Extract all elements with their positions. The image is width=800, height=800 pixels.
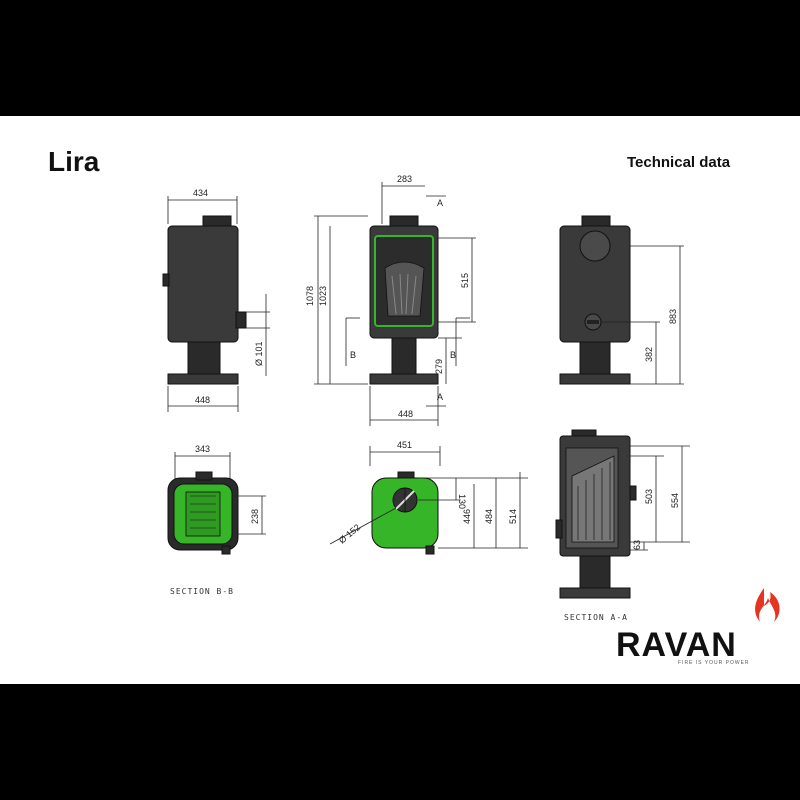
brand-tagline: FIRE IS YOUR POWER (678, 660, 750, 666)
top-view: 451 Ø 152 130 446 484 514 (329, 440, 528, 555)
dim-top-width: 451 (397, 440, 412, 450)
dim-front-body: 1023 (318, 286, 328, 306)
ravan-logo: RAVAN FIRE IS YOUR POWER (616, 588, 780, 666)
dim-front-bottom: 279 (434, 359, 444, 374)
marker-a-top: A (437, 198, 443, 208)
dim-topb-width: 343 (195, 444, 210, 454)
dim-front-door: 515 (460, 273, 470, 288)
dim-back-flue: 883 (668, 309, 678, 324)
page-subtitle: Technical data (627, 154, 731, 171)
dim-top-d1: 130 (457, 494, 467, 509)
side-view: 434 Ø 101 448 (162, 188, 270, 412)
flame-icon (755, 588, 780, 622)
dim-top-flue: Ø 152 (337, 522, 362, 545)
page-title: Lira (48, 146, 100, 177)
dim-top-d2: 446 (462, 509, 472, 524)
section-aa-view: 503 554 63 SECTION A-A (555, 429, 690, 622)
dim-top-d4: 514 (508, 509, 518, 524)
section-bb-label: SECTION B-B (170, 587, 234, 596)
marker-b-left: B (350, 350, 356, 360)
back-view: 883 382 (559, 215, 684, 385)
dim-side-base: 448 (195, 395, 210, 405)
dim-seca-h1: 503 (644, 489, 654, 504)
dim-front-total: 1078 (305, 286, 315, 306)
dim-top-d3: 484 (484, 509, 494, 524)
technical-sheet: Lira Technical data 434 Ø 101 448 (0, 116, 800, 684)
dim-front-base: 448 (398, 409, 413, 419)
dim-front-flue: 283 (397, 174, 412, 184)
dim-back-inlet: 382 (644, 347, 654, 362)
front-view: 283 A 1078 1023 515 279 B (305, 174, 476, 426)
top-plate (371, 477, 439, 549)
marker-a-bottom: A (437, 392, 443, 402)
section-aa-label: SECTION A-A (564, 613, 628, 622)
brand-name: RAVAN (616, 626, 737, 664)
drawing-canvas: 434 Ø 101 448 283 A (162, 174, 780, 666)
back-flue-outlet (579, 230, 611, 262)
dim-topb-depth: 238 (250, 509, 260, 524)
dim-seca-h2: 554 (670, 493, 680, 508)
dim-side-pipe: Ø 101 (254, 341, 264, 366)
dim-seca-h3: 63 (632, 540, 642, 550)
top-view-bb: 343 238 SECTION B-B (167, 444, 266, 596)
marker-b-right: B (450, 350, 456, 360)
dim-side-width: 434 (193, 188, 208, 198)
